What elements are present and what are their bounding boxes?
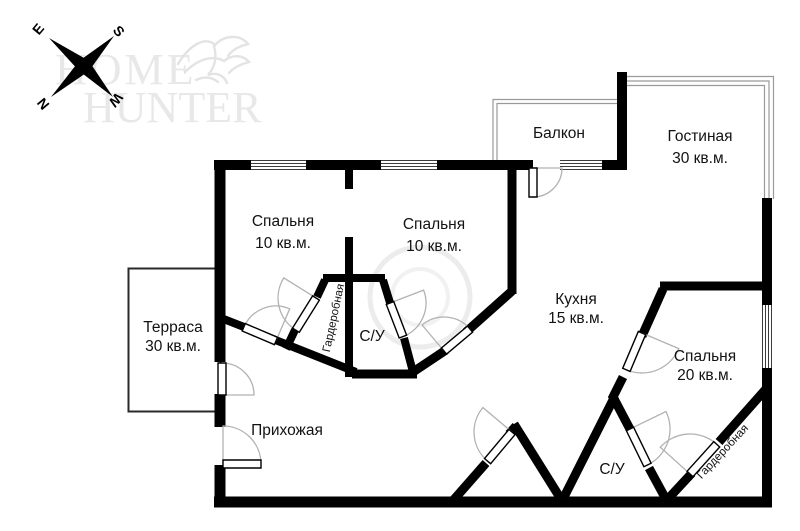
room-area-living: 30 кв.м. [672,150,728,167]
compass-star-icon [49,36,114,97]
eagle-watermark-icon [176,35,252,85]
room-area-bedroom-right: 20 кв.м. [677,367,733,384]
window [381,159,437,171]
door-swing-arc [277,277,317,332]
room-label-terrace: Терраса [143,319,203,336]
room-label-kitchen: Кухня [555,291,596,308]
watermark-text-hunter: HUNTER [83,83,262,132]
walls [214,72,772,508]
room-label-living: Гостиная [667,128,732,145]
room-label-balcony: Балкон [533,125,585,142]
window [251,159,306,171]
door-leaf [222,459,262,469]
window [761,305,773,368]
room-area-kitchen: 15 кв.м. [548,310,604,327]
room-label-hallway: Прихожая [251,422,323,439]
door-leaf [241,322,279,346]
door-leaf [686,440,721,478]
door-swing-arc [221,362,255,396]
door-swing-arc [421,316,471,352]
door-leaf [217,362,227,396]
doors [217,167,721,478]
window [560,159,602,171]
room-area-terrace: 30 кв.м. [145,338,201,355]
door-swing-arc [532,167,563,198]
door-swing-arc [389,289,427,338]
room-label-bathroom-2: С/У [599,461,625,478]
circle-watermark [367,244,473,350]
door-leaf [440,325,474,356]
door-leaf [291,294,321,334]
door-swing-arc [659,433,718,475]
room-label-bedroom-mid: Спальня [403,216,465,233]
room-label-bedroom-left: Спальня [252,213,314,230]
door-swing-arc [242,305,291,342]
compass-label-north: N [34,95,53,113]
door-swing-arc [473,406,513,463]
watermark: HOME HUNTER [55,35,473,350]
door-leaf [385,300,408,339]
door-swing-arc [222,425,262,465]
door-leaf [483,428,517,465]
room-area-bedroom-mid: 10 кв.м. [406,238,462,255]
room-label-bathroom-1: С/У [359,328,385,345]
room-area-bedroom-left: 10 кв.м. [255,235,311,252]
room-label-wardrobe-1: Гардеробная [321,283,347,354]
door-leaf [621,330,647,373]
glazing-lines [492,75,775,199]
door-swing-arc [625,332,680,374]
room-label-bedroom-right: Спальня [674,348,736,365]
compass-label-east: E [29,20,47,37]
door-swing-arc [629,410,671,466]
windows [251,159,773,368]
door-leaf [625,426,653,468]
door-leaf [528,167,538,198]
